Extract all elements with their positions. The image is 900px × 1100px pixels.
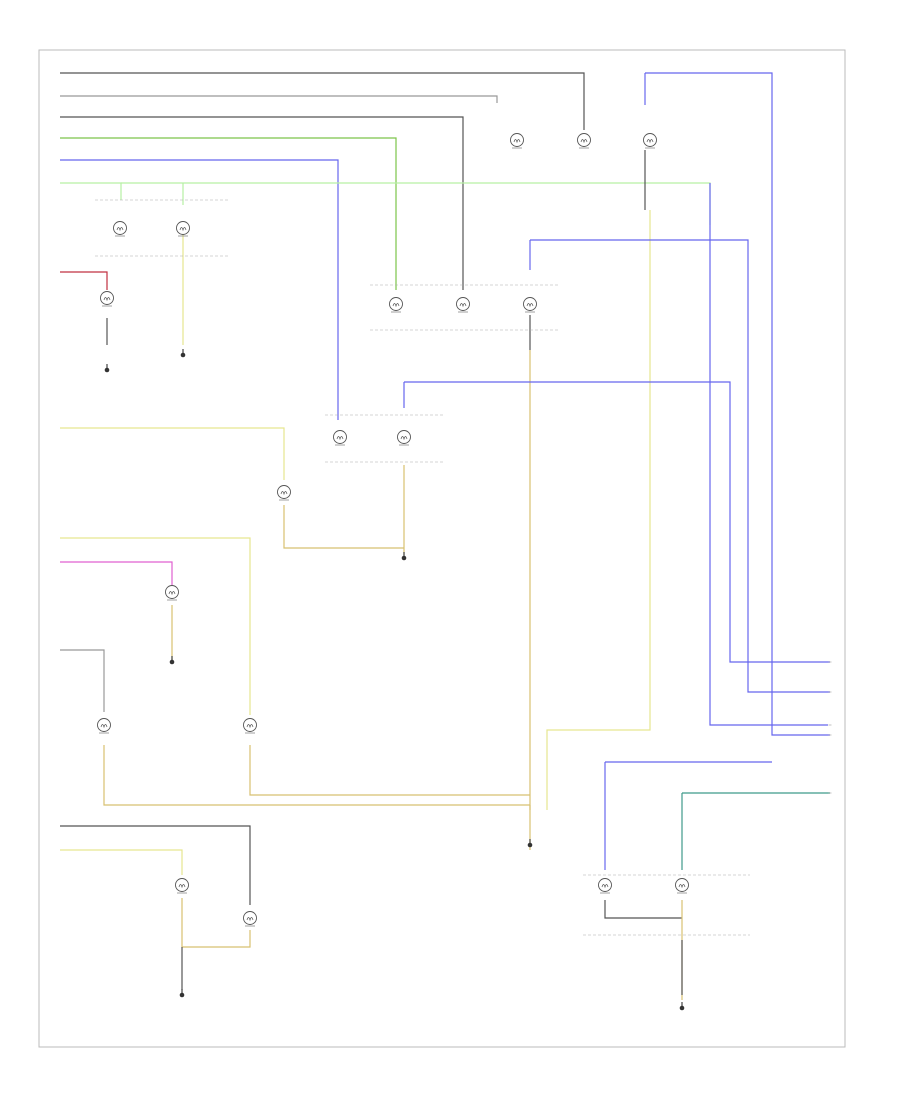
wire-36	[60, 825, 251, 905]
grounds-layer	[104, 349, 685, 1011]
component-outline-layer	[95, 199, 750, 936]
diagram-frame	[38, 49, 846, 1048]
ground-icon	[679, 1002, 685, 1011]
ground-icon	[527, 839, 533, 848]
wire-14	[546, 210, 651, 810]
wire-4	[60, 137, 397, 258]
wire-21	[404, 381, 830, 663]
bulb-icon	[523, 297, 537, 313]
wire-24	[60, 427, 285, 480]
ground-icon	[169, 656, 175, 665]
bulb-icon	[643, 133, 657, 149]
bulbs-layer	[97, 133, 689, 927]
wire-7	[121, 182, 711, 225]
ground-icon	[401, 552, 407, 561]
wire-9	[645, 72, 830, 736]
wire-25	[283, 505, 404, 549]
wire-6	[60, 182, 122, 200]
bulb-icon	[510, 133, 524, 149]
bulb-icon	[176, 221, 190, 237]
bulb-icon	[598, 878, 612, 894]
bulb-icon	[333, 430, 347, 446]
wire-1	[60, 72, 585, 130]
bulb-icon	[175, 878, 189, 894]
wire-27	[60, 561, 173, 585]
ground-icon	[179, 989, 185, 998]
ground-icon	[104, 364, 110, 373]
wire-31	[249, 745, 530, 796]
bulb-icon	[277, 485, 291, 501]
wire-33	[60, 271, 108, 290]
wire-13	[709, 183, 828, 726]
wire-3	[60, 116, 464, 258]
wire-44	[604, 900, 682, 919]
bulb-icon	[389, 297, 403, 313]
wire-37	[60, 849, 183, 875]
bulb-icon	[100, 291, 114, 307]
wires-layer	[60, 72, 832, 1000]
wire-26	[60, 537, 251, 715]
bulb-icon	[165, 585, 179, 601]
bulb-icon	[456, 297, 470, 313]
bulb-icon	[675, 878, 689, 894]
bulb-icon	[113, 221, 127, 237]
bulb-icon	[243, 911, 257, 927]
ground-icon	[180, 349, 186, 358]
wire-5	[60, 159, 339, 420]
bulb-icon	[397, 430, 411, 446]
bulb-icon	[577, 133, 591, 149]
bulb-icon	[97, 718, 111, 734]
wire-15	[530, 239, 830, 693]
wire-2	[60, 95, 498, 103]
wire-30	[103, 745, 530, 806]
wire-29	[60, 649, 105, 712]
bulb-icon	[243, 718, 257, 734]
wire-38	[181, 898, 251, 948]
